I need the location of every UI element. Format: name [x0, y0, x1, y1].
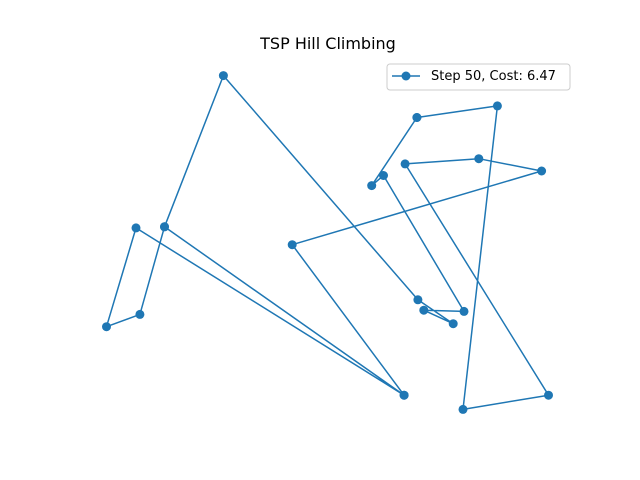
data-point-10: [412, 113, 422, 122]
data-point-20: [102, 322, 111, 332]
legend-box: [386, 63, 571, 91]
data-point-15: [474, 154, 484, 164]
plot-area: [102, 71, 553, 414]
legend-marker-sample: [401, 71, 411, 81]
data-point-11: [492, 101, 502, 111]
legend: Step 50, Cost: 6.47: [386, 63, 571, 91]
data-point-12: [458, 404, 468, 414]
data-point-6: [459, 306, 469, 316]
data-point-16: [537, 166, 547, 176]
data-point-18: [399, 390, 409, 400]
data-point-17: [287, 240, 297, 250]
data-point-13: [544, 390, 553, 400]
data-point-22: [160, 222, 169, 232]
legend-label: Step 50, Cost: 6.47: [431, 69, 556, 84]
data-point-14: [400, 159, 410, 169]
series-line-0: [105, 74, 550, 411]
data-point-21: [135, 309, 145, 319]
data-point-7: [379, 171, 388, 180]
chart-title: TSP Hill Climbing: [259, 34, 396, 53]
data-point-19: [131, 223, 141, 233]
data-point-5: [419, 305, 429, 315]
data-point-8: [367, 181, 377, 191]
data-point-3: [413, 295, 423, 305]
data-point-2: [218, 71, 228, 81]
data-point-4: [448, 319, 458, 329]
